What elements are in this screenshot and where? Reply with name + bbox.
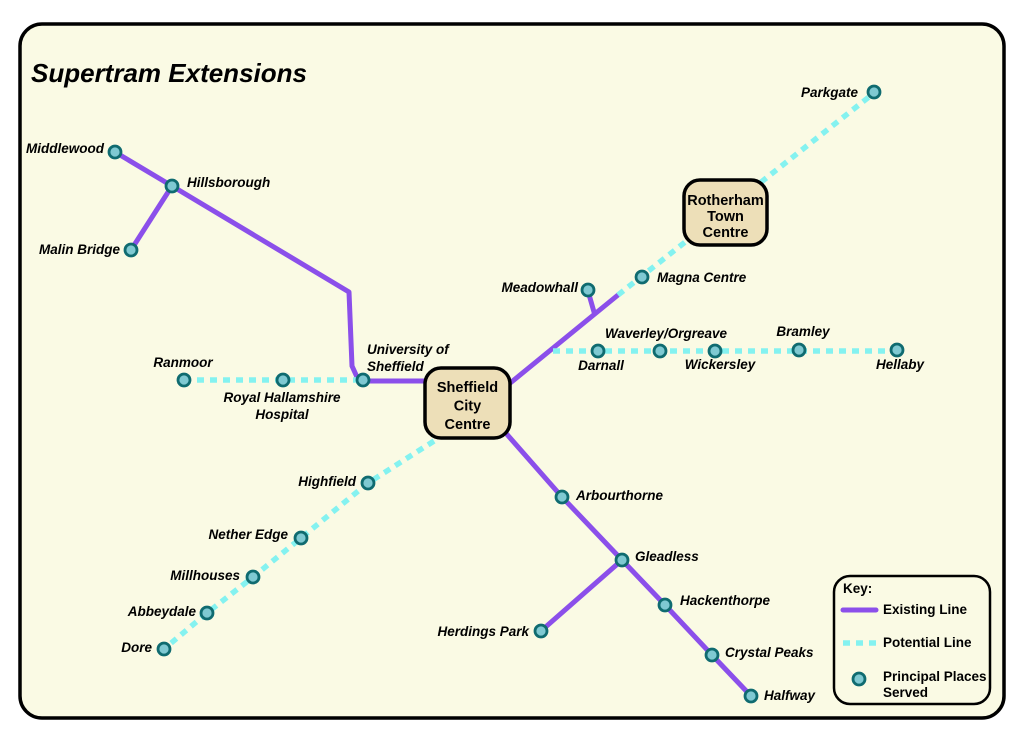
station-label-waverley-orgreave: Waverley/Orgreave — [605, 326, 728, 341]
station-label-middlewood: Middlewood — [26, 141, 105, 156]
station-label-arbourthorne: Arbourthorne — [575, 488, 663, 503]
station-dot-crystal-peaks — [704, 647, 720, 663]
station-dot-gleadless — [614, 552, 630, 568]
line-herdings-park-branch — [538, 557, 625, 634]
station-label-gleadless: Gleadless — [635, 549, 699, 564]
station-dot-ranmoor — [176, 372, 192, 388]
station-dot-hackenthorpe — [657, 597, 673, 613]
key-label-existing-line: Existing Line — [883, 602, 968, 617]
key-label-potential-line: Potential Line — [883, 635, 972, 650]
station-dot-arbourthorne — [554, 489, 570, 505]
station-label-abbeydale: Abbeydale — [127, 604, 197, 619]
station-dot-malin-bridge — [123, 242, 139, 258]
station-label-parkgate: Parkgate — [801, 85, 859, 100]
line-malin-bridge-branch — [128, 183, 175, 253]
station-dot-magna-centre — [634, 269, 650, 285]
station-dot-bramley — [791, 342, 807, 358]
interchange-box-sheffield-city-centre — [423, 366, 512, 440]
station-label-hackenthorpe: Hackenthorpe — [680, 593, 771, 608]
station-label-dore: Dore — [121, 640, 152, 655]
station-dot-middlewood — [107, 144, 123, 160]
key-station-dot-swatch — [851, 671, 867, 687]
station-dot-parkgate — [866, 84, 882, 100]
interchange-box-rotherham-town-centre — [682, 178, 769, 247]
station-label-herdings-park: Herdings Park — [437, 624, 530, 639]
key-title: Key: — [843, 581, 872, 596]
station-label-ranmoor: Ranmoor — [153, 355, 213, 370]
station-label-millhouses: Millhouses — [170, 568, 240, 583]
line-city-to-meadowhall — [506, 292, 621, 387]
station-label-hellaby: Hellaby — [876, 357, 926, 372]
station-label-crystal-peaks: Crystal Peaks — [725, 645, 814, 660]
station-label-bramley: Bramley — [776, 324, 831, 339]
station-dot-meadowhall — [580, 282, 596, 298]
station-label-meadowhall: Meadowhall — [501, 280, 578, 295]
map-title: Supertram Extensions — [31, 58, 307, 88]
station-label-highfield: Highfield — [298, 474, 356, 489]
station-dot-abbeydale — [199, 605, 215, 621]
line-city-to-halfway — [501, 428, 754, 699]
line-city-to-dore — [162, 438, 436, 652]
station-label-magna-centre: Magna Centre — [657, 270, 747, 285]
station-label-nether-edge: Nether Edge — [208, 527, 288, 542]
station-dot-herdings-park — [533, 623, 549, 639]
station-dot-halfway — [743, 688, 759, 704]
station-dot-millhouses — [245, 569, 261, 585]
station-label-darnall: Darnall — [578, 358, 624, 373]
key-box — [832, 574, 992, 706]
station-dot-waverley-orgreave — [652, 343, 668, 359]
station-label-wickersley: Wickersley — [685, 357, 757, 372]
station-dot-royal-hallamshire-hospital — [275, 372, 291, 388]
station-dot-hellaby — [889, 342, 905, 358]
line-magna-to-parkgate — [616, 90, 876, 298]
station-dot-darnall — [590, 343, 606, 359]
station-dot-nether-edge — [293, 530, 309, 546]
station-label-malin-bridge: Malin Bridge — [39, 242, 120, 257]
station-dot-university-of-sheffield — [355, 372, 371, 388]
station-dot-hillsborough — [164, 178, 180, 194]
station-label-halfway: Halfway — [764, 688, 817, 703]
station-label-hillsborough: Hillsborough — [187, 175, 270, 190]
station-dot-wickersley — [707, 343, 723, 359]
station-dot-highfield — [360, 475, 376, 491]
station-dot-dore — [156, 641, 172, 657]
